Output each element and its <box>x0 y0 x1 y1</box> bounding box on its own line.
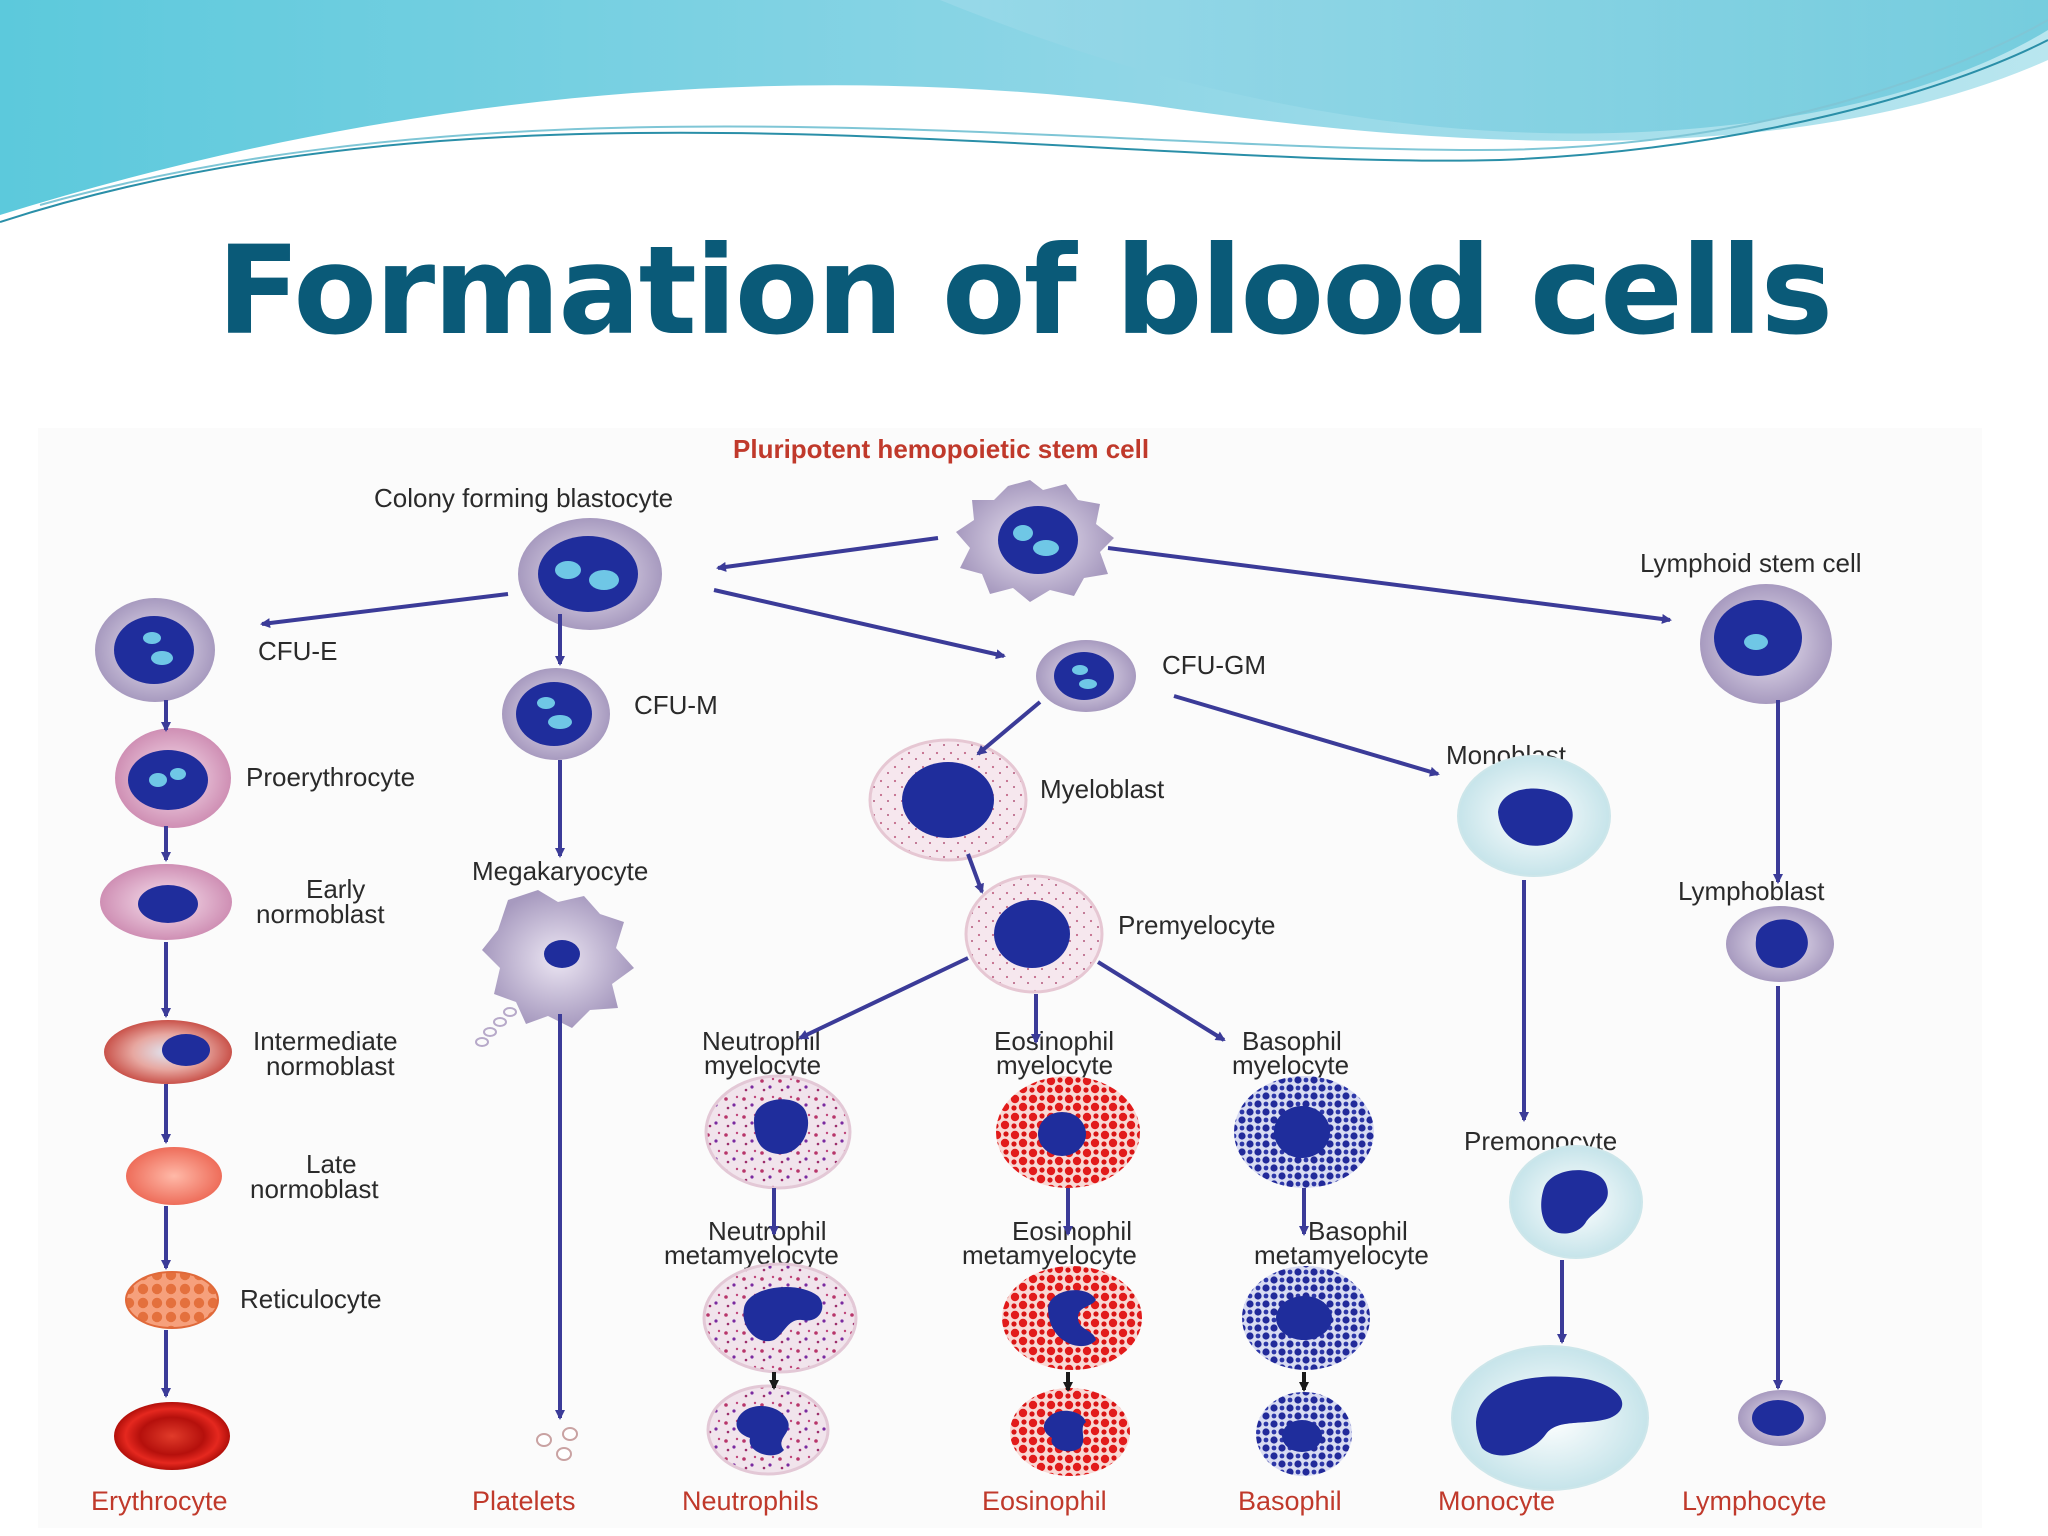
megakaryocyte-cell <box>475 890 634 1047</box>
monoblast-cell <box>1457 755 1611 877</box>
label-intermediate-normoblast-1: Intermediate <box>253 1026 398 1056</box>
proerythrocyte-cell <box>115 728 231 828</box>
lymphocyte-cell <box>1738 1390 1826 1446</box>
wave-header <box>0 0 2048 223</box>
label-lymphoblast: Lymphoblast <box>1678 876 1825 906</box>
pluripotent-stem-cell <box>956 480 1114 602</box>
label-lymphocyte: Lymphocyte <box>1682 1486 1827 1516</box>
eosinophil-myelocyte-cell <box>996 1076 1140 1188</box>
monocyte-cell <box>1451 1345 1649 1491</box>
label-proerythrocyte: Proerythrocyte <box>246 762 415 792</box>
wave-band-right <box>940 0 2048 134</box>
label-early-normoblast-2: normoblast <box>256 899 385 929</box>
label-platelets: Platelets <box>472 1486 576 1516</box>
label-premyelocyte: Premyelocyte <box>1118 910 1276 940</box>
neutrophil-cell <box>706 1384 830 1476</box>
neutrophil-metamyelocyte-cell <box>702 1262 858 1374</box>
cfu-e-cell <box>95 598 215 702</box>
label-basophil: Basophil <box>1238 1486 1342 1516</box>
label-lymphoid-stem-cell: Lymphoid stem cell <box>1640 548 1862 578</box>
wave-line-1 <box>0 39 2048 223</box>
label-eosinophil: Eosinophil <box>982 1486 1107 1516</box>
label-monocyte: Monocyte <box>1438 1486 1555 1516</box>
label-cfu-m: CFU-M <box>634 690 718 720</box>
label-neutrophil-metamyelocyte-2: metamyelocyte <box>664 1240 839 1270</box>
eosinophil-cell <box>1010 1388 1130 1476</box>
basophil-metamyelocyte-cell <box>1242 1266 1370 1370</box>
myeloblast-cell <box>868 738 1028 862</box>
erythrocyte-cell <box>114 1402 230 1470</box>
label-eosinophil-myelocyte-2: myelocyte <box>996 1050 1113 1080</box>
wave-line-2 <box>39 19 2048 206</box>
label-late-normoblast-1: Late <box>306 1149 357 1179</box>
lymphoid-stem-cell <box>1700 584 1832 704</box>
label-cfu-gm: CFU-GM <box>1162 650 1266 680</box>
diagram-svg: Pluripotent hemopoietic stem cell Colony… <box>91 434 1862 1516</box>
late-normoblast-cell <box>126 1147 222 1205</box>
label-basophil-metamyelocyte-1: Basophil <box>1308 1216 1408 1246</box>
label-erythrocyte: Erythrocyte <box>91 1486 228 1516</box>
label-basophil-metamyelocyte-2: metamyelocyte <box>1254 1240 1429 1270</box>
lymphoblast-cell <box>1726 906 1834 982</box>
early-normoblast-cell <box>100 864 232 940</box>
label-early-normoblast-1: Early <box>306 874 365 904</box>
label-basophil-myelocyte-1: Basophil <box>1242 1026 1342 1056</box>
colony-forming-blastocyte <box>518 518 662 630</box>
premonocyte-cell <box>1509 1145 1643 1259</box>
label-myeloblast: Myeloblast <box>1040 774 1165 804</box>
label-eosinophil-metamyelocyte-2: metamyelocyte <box>962 1240 1137 1270</box>
arrows <box>161 536 1783 1420</box>
cfu-m-cell <box>502 668 610 760</box>
cfu-gm-cell <box>1036 640 1136 712</box>
intermediate-normoblast-cell <box>104 1020 232 1084</box>
reticulocyte-cell <box>125 1271 219 1329</box>
blood-cell-diagram: Pluripotent hemopoietic stem cell Colony… <box>38 428 1982 1528</box>
label-intermediate-normoblast-2: normoblast <box>266 1051 395 1081</box>
label-neutrophil-metamyelocyte-1: Neutrophil <box>708 1216 827 1246</box>
label-eosinophil-myelocyte-1: Eosinophil <box>994 1026 1114 1056</box>
label-neutrophils: Neutrophils <box>682 1486 819 1516</box>
label-megakaryocyte: Megakaryocyte <box>472 856 648 886</box>
basophil-myelocyte-cell <box>1234 1076 1374 1188</box>
label-basophil-myelocyte-2: myelocyte <box>1232 1050 1349 1080</box>
slide-title: Formation of blood cells <box>216 220 1833 362</box>
platelets-cell <box>536 1427 578 1461</box>
eosinophil-metamyelocyte-cell <box>1002 1266 1142 1370</box>
label-reticulocyte: Reticulocyte <box>240 1284 382 1314</box>
neutrophil-myelocyte-cell <box>704 1074 852 1190</box>
label-colony-blastocyte: Colony forming blastocyte <box>374 483 673 513</box>
premyelocyte-cell <box>964 874 1104 994</box>
basophil-cell <box>1256 1392 1352 1476</box>
stem-cell-header: Pluripotent hemopoietic stem cell <box>733 434 1149 464</box>
label-cfu-e: CFU-E <box>258 636 337 666</box>
label-late-normoblast-2: normoblast <box>250 1174 379 1204</box>
label-neutrophil-myelocyte-2: myelocyte <box>704 1050 821 1080</box>
